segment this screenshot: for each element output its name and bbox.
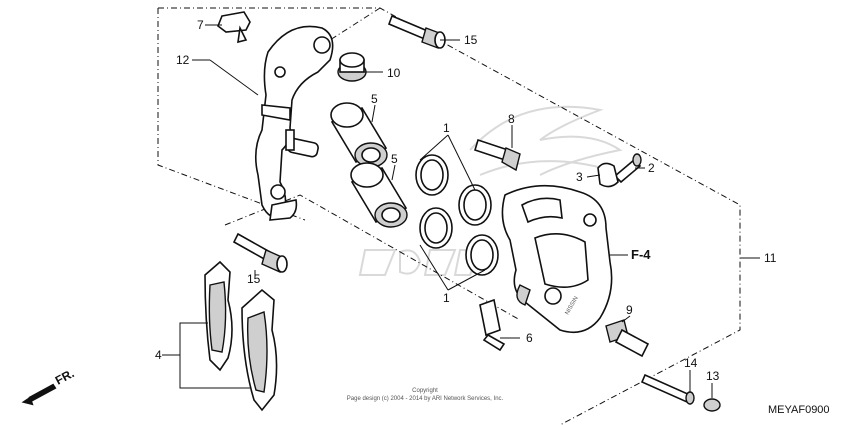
piston-upper bbox=[330, 102, 388, 168]
label-bracket: 12 bbox=[176, 53, 190, 67]
label-bleeder: 2 bbox=[648, 161, 655, 175]
label-seal-lower: 1 bbox=[443, 291, 450, 305]
copyright-title: Copyright bbox=[412, 388, 438, 394]
pad-pin bbox=[640, 373, 695, 405]
part-labels: 1 1 2 3 4 5 5 6 7 8 9 10 11 12 13 14 15 … bbox=[155, 18, 777, 383]
piston-seals bbox=[415, 154, 499, 276]
bleeder-cap bbox=[597, 162, 619, 188]
label-sleeve-bolt: 9 bbox=[626, 303, 633, 317]
label-piston-upper: 5 bbox=[371, 92, 378, 106]
caliper-body: NISSIN bbox=[501, 184, 613, 334]
bolt-lower bbox=[232, 232, 288, 273]
pad-clip bbox=[217, 11, 251, 44]
reference-mark: F-4 bbox=[631, 247, 651, 262]
label-pad-retainer: 6 bbox=[526, 331, 533, 345]
label-seal-upper: 1 bbox=[443, 121, 450, 135]
piston-lower bbox=[350, 162, 408, 228]
front-direction-label: FR. bbox=[53, 366, 77, 387]
assembly-boundary bbox=[157, 7, 741, 425]
brake-pad-left bbox=[204, 260, 233, 372]
leader-lines bbox=[162, 24, 760, 398]
label-bleeder-cap: 3 bbox=[576, 170, 583, 184]
label-pad-clip: 7 bbox=[197, 18, 204, 32]
diagram-code: MEYAF0900 bbox=[768, 404, 830, 416]
brake-pad-right bbox=[241, 288, 278, 412]
dust-cap bbox=[337, 52, 367, 82]
label-pad-pin: 14 bbox=[684, 356, 698, 370]
sleeve-bolt bbox=[605, 319, 650, 358]
pin-plug bbox=[703, 398, 721, 412]
front-direction-arrow: FR. bbox=[21, 366, 77, 406]
bleeder-valve bbox=[613, 153, 642, 184]
label-dust-cap: 10 bbox=[387, 66, 401, 80]
label-pin-plug: 13 bbox=[706, 369, 720, 383]
slide-pin bbox=[474, 138, 521, 172]
label-bolt-lower: 15 bbox=[247, 272, 261, 286]
label-slide-pin: 8 bbox=[508, 112, 515, 126]
copyright-text: Page design (c) 2004 - 2014 by ARI Netwo… bbox=[347, 396, 504, 402]
label-caliper-assembly: 11 bbox=[764, 251, 777, 265]
label-brake-pads: 4 bbox=[155, 348, 162, 362]
label-piston-lower: 5 bbox=[391, 152, 398, 166]
bolt-upper bbox=[387, 14, 446, 49]
pad-retainer bbox=[479, 298, 506, 352]
caliper-bracket bbox=[254, 25, 334, 221]
label-bolt-upper: 15 bbox=[464, 33, 478, 47]
